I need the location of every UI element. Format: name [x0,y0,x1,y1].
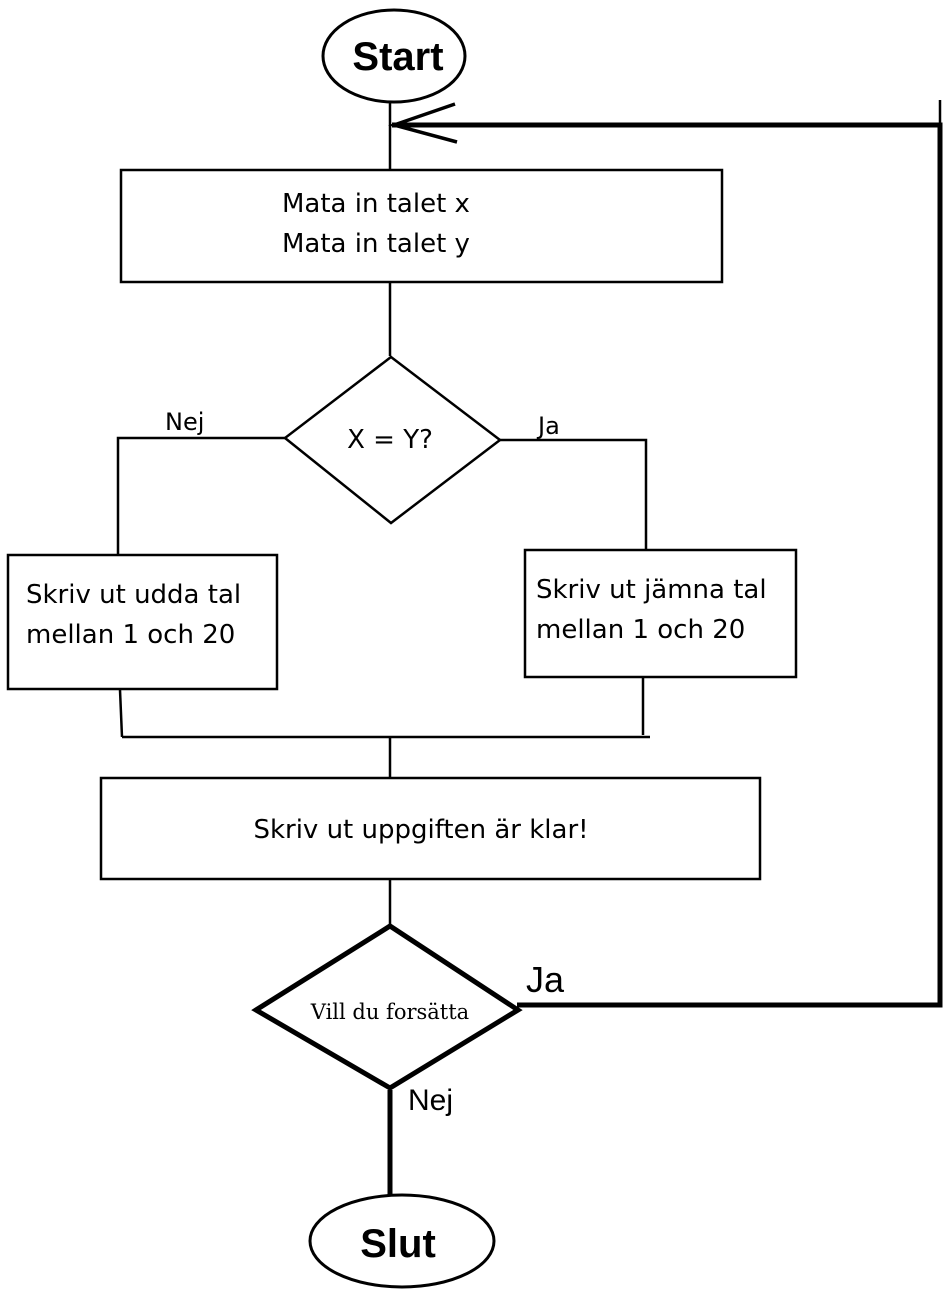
no-branch-line [116,436,285,555]
decision-continue-node: Vill du forsätta [251,923,523,1091]
connectors [116,100,943,1197]
input-line-1: Mata in talet x [282,189,470,219]
start-node: Start [321,8,467,104]
input-line-2: Mata in talet y [282,229,470,259]
input-node: Mata in talet x Mata in talet y [119,168,724,284]
yes-label-1: Ja [536,412,560,440]
odd-line-2: mellan 1 och 20 [26,620,235,650]
end-node: Slut [308,1193,496,1289]
loop-arrowhead [388,102,458,144]
yes-branch-line [498,438,648,550]
end-label: Slut [360,1222,436,1266]
decision-xy-node: X = Y? [282,355,503,525]
no-label-1: Nej [165,408,204,436]
decision-continue-label: Vill du forsätta [310,1000,469,1024]
decision-xy-label: X = Y? [347,425,433,455]
start-label: Start [352,35,443,79]
no-label-2: Nej [408,1084,453,1117]
even-line-2: mellan 1 och 20 [536,615,745,645]
odd-line-1: Skriv ut udda tal [26,580,241,610]
even-node: Skriv ut jämna tal mellan 1 och 20 [523,548,798,679]
odd-node: Skriv ut udda tal mellan 1 och 20 [6,553,279,691]
loop-back-line [392,122,943,1008]
even-line-1: Skriv ut jämna tal [536,575,767,605]
yes-label-2: Ja [526,959,565,1000]
done-node: Skriv ut uppgiften är klar! [99,776,762,881]
done-label: Skriv ut uppgiften är klar! [253,815,588,845]
odd-down-line [118,689,124,738]
